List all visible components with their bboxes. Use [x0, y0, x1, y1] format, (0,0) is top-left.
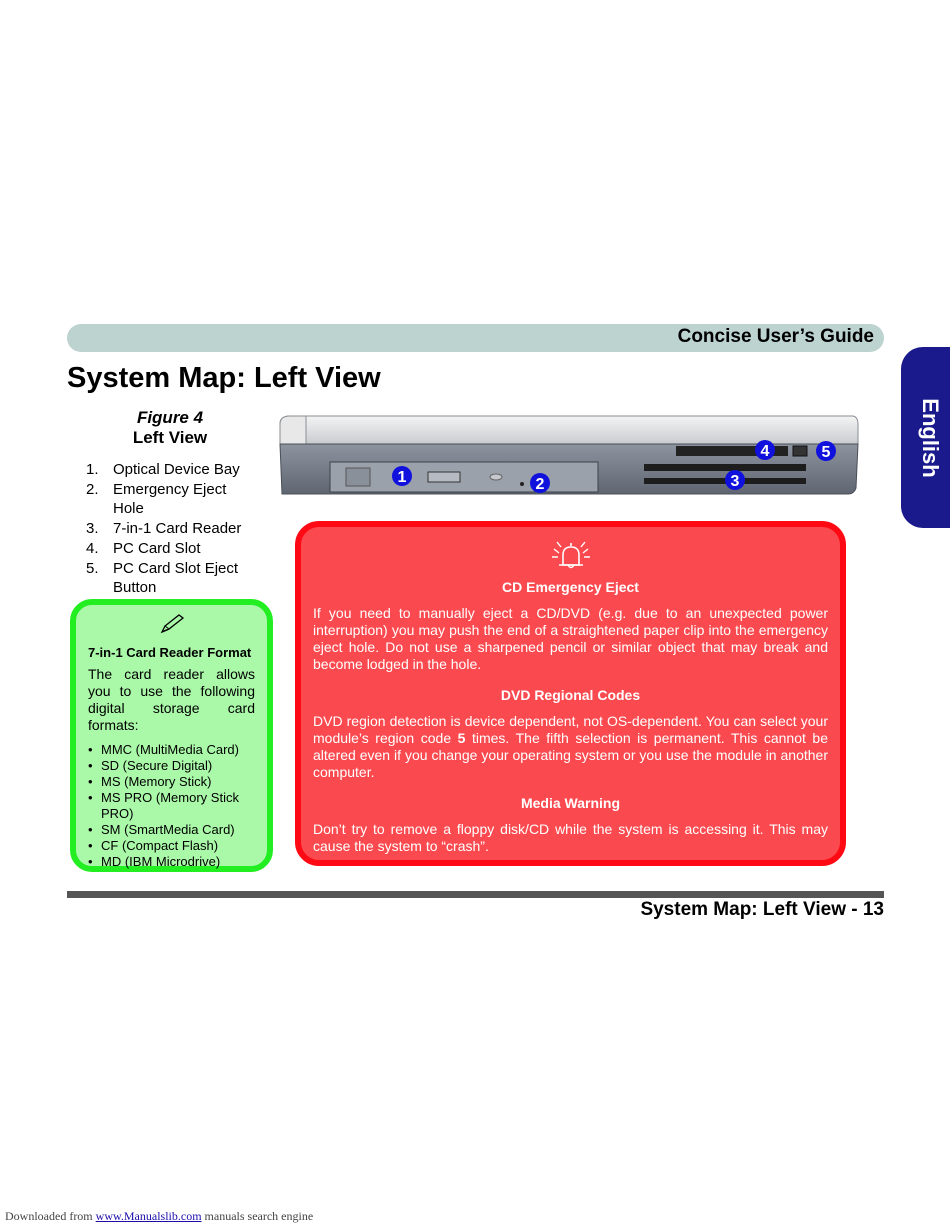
parts-list-number: 2.	[86, 481, 99, 498]
parts-list-item: 5. PC Card Slot Eject Button	[86, 559, 256, 597]
page-title: System Map: Left View	[67, 362, 381, 394]
parts-list-label: PC Card Slot Eject Button	[113, 560, 239, 596]
callout-5: 5	[816, 441, 836, 461]
warning-box: CD Emergency Eject If you need to manual…	[295, 521, 846, 866]
note-text: The card reader allows you to use the fo…	[88, 666, 255, 733]
callout-3: 3	[725, 470, 745, 490]
callout-3-label: 3	[731, 473, 740, 490]
download-source-prefix: Downloaded from	[5, 1209, 96, 1223]
parts-list-label: 7-in-1 Card Reader	[113, 520, 242, 537]
header-bar: Concise User’s Guide	[67, 324, 884, 352]
callout-1: 1	[392, 466, 412, 486]
callout-2: 2	[530, 473, 550, 493]
alarm-bell-icon	[551, 541, 590, 569]
language-tab	[901, 347, 950, 528]
callout-1-label: 1	[398, 469, 407, 486]
footer-rule	[67, 891, 884, 898]
format-item: CF (Compact Flash)	[88, 838, 255, 854]
figure-number: Figure 4	[136, 408, 204, 427]
header-title: Concise User’s Guide	[677, 326, 874, 347]
warning-text-dvd-codes-count: 5	[457, 730, 466, 746]
parts-list-label: Emergency Eject Hole	[113, 481, 227, 517]
warning-text-dvd-codes: DVD region detection is device dependent…	[313, 713, 828, 781]
download-source-suffix: manuals search engine	[201, 1209, 314, 1223]
callout-5-label: 5	[822, 444, 831, 461]
parts-list-label: Optical Device Bay	[113, 461, 240, 478]
parts-list-number: 1.	[86, 461, 99, 478]
warning-text-media: Don’t try to remove a floppy disk/CD whi…	[313, 821, 828, 854]
figure-name: Left View	[132, 428, 208, 447]
format-item: MS (Memory Stick)	[88, 774, 255, 790]
parts-list-label: PC Card Slot	[113, 540, 201, 557]
warning-heading-cd-eject: CD Emergency Eject	[502, 579, 639, 595]
parts-list: 1. Optical Device Bay 2. Emergency Eject H…	[86, 460, 256, 598]
warning-heading-media: Media Warning	[520, 795, 621, 811]
format-item: SM (SmartMedia Card)	[88, 822, 255, 838]
parts-list-item: 2. Emergency Eject Hole	[86, 480, 256, 518]
parts-list-item: 1. Optical Device Bay	[86, 460, 256, 479]
warning-text-cd-eject: If you need to manually eject a CD/DVD (…	[313, 605, 828, 672]
figure-caption: Figure 4 Left View	[80, 408, 260, 448]
format-item: MMC (MultiMedia Card)	[88, 742, 255, 758]
callout-4-label: 4	[761, 443, 770, 460]
format-list: MMC (MultiMedia Card) SD (Secure Digital…	[88, 742, 255, 870]
callout-2-label: 2	[536, 476, 545, 493]
laptop-left-view-illustration: 1 2 3 4 5	[279, 415, 859, 495]
warning-text-dvd-codes-part: times. The fifth selection is permanent.…	[313, 730, 828, 780]
pencil-icon	[160, 614, 184, 634]
parts-list-item: 3. 7-in-1 Card Reader	[86, 519, 256, 538]
format-item: MS PRO (Memory Stick PRO)	[88, 790, 255, 822]
format-item: MD (IBM Microdrive)	[88, 854, 255, 870]
note-title: 7-in-1 Card Reader Format	[88, 645, 252, 660]
download-source: Downloaded from www.Manualslib.com manua…	[5, 1209, 313, 1224]
format-item: SD (Secure Digital)	[88, 758, 255, 774]
callout-4: 4	[755, 440, 775, 460]
manualslib-link[interactable]: www.Manualslib.com	[95, 1209, 202, 1223]
footer-page-label: System Map: Left View - 13	[640, 899, 884, 920]
parts-list-item: 4. PC Card Slot	[86, 539, 256, 558]
parts-list-number: 5.	[86, 560, 99, 577]
parts-list-number: 3.	[86, 520, 99, 537]
card-reader-note: 7-in-1 Card Reader Format The card reade…	[70, 599, 273, 872]
language-tab-label: English	[918, 398, 943, 478]
warning-heading-dvd-codes: DVD Regional Codes	[500, 687, 641, 703]
parts-list-number: 4.	[86, 540, 99, 557]
warning-text-dvd-codes-part: DVD region detection is device dependent…	[313, 713, 828, 746]
